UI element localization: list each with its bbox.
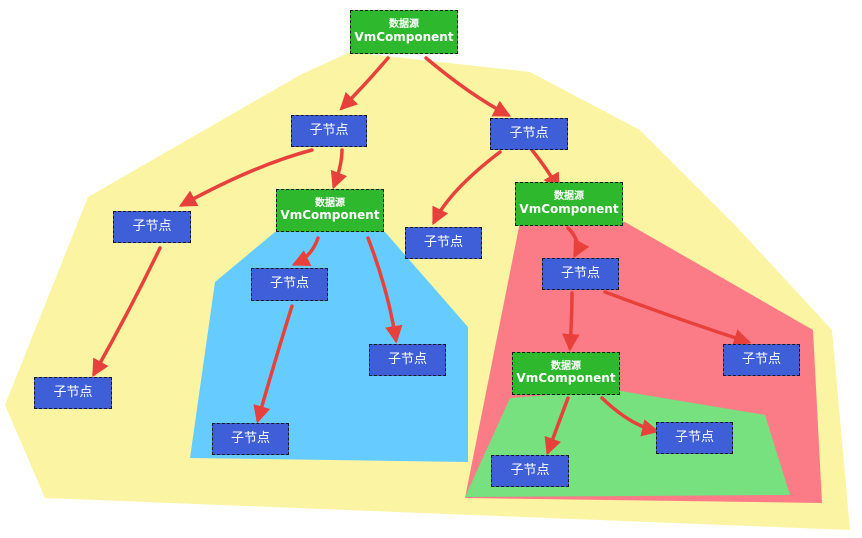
datasource-label: 数据源 (389, 19, 419, 31)
child-node-e[interactable]: 子节点 (34, 377, 112, 409)
arrow-dsInner-to-childK (544, 396, 570, 456)
arrow-childA-to-dsLeft (330, 148, 348, 190)
child-node-b[interactable]: 子节点 (490, 118, 568, 150)
datasource-node-left[interactable]: 数据源 VmComponent (276, 189, 384, 232)
arrow-childC-to-childE (92, 246, 162, 378)
child-node-d[interactable]: 子节点 (405, 227, 482, 259)
arrow-dsRight-to-childI (566, 226, 590, 259)
child-node-h[interactable]: 子节点 (212, 423, 289, 455)
child-node-c[interactable]: 子节点 (113, 211, 191, 243)
datasource-label: 数据源 (551, 360, 581, 372)
component-label: VmComponent (280, 208, 380, 223)
component-label: VmComponent (519, 201, 619, 216)
child-node-i[interactable]: 子节点 (542, 258, 619, 290)
arrow-childI-to-childJ (603, 290, 752, 347)
datasource-node-root[interactable]: 数据源 VmComponent (350, 10, 458, 54)
arrow-root-to-child-right (424, 56, 512, 117)
datasource-node-inner[interactable]: 数据源 VmComponent (512, 352, 620, 395)
child-node-a[interactable]: 子节点 (291, 115, 367, 147)
arrow-childA-to-childC (178, 148, 314, 207)
child-node-j[interactable]: 子节点 (723, 344, 800, 376)
datasource-node-right[interactable]: 数据源 VmComponent (515, 182, 623, 226)
component-label: VmComponent (354, 29, 454, 44)
datasource-label: 数据源 (315, 197, 345, 209)
arrow-root-to-child-left (339, 56, 390, 111)
child-node-g[interactable]: 子节点 (369, 344, 446, 376)
child-node-k[interactable]: 子节点 (491, 455, 569, 487)
datasource-label: 数据源 (554, 191, 584, 203)
arrow-childI-to-dsInner (562, 291, 580, 352)
arrow-dsLeft-to-childG (366, 236, 403, 344)
arrow-dsLeft-to-childF (291, 236, 320, 266)
arrow-childF-to-childH (253, 304, 294, 424)
component-label: VmComponent (516, 371, 616, 386)
child-node-f[interactable]: 子节点 (251, 268, 328, 301)
child-node-l[interactable]: 子节点 (656, 422, 733, 454)
arrow-dsInner-to-childL (600, 396, 660, 437)
arrow-childB-to-childD (432, 150, 502, 226)
